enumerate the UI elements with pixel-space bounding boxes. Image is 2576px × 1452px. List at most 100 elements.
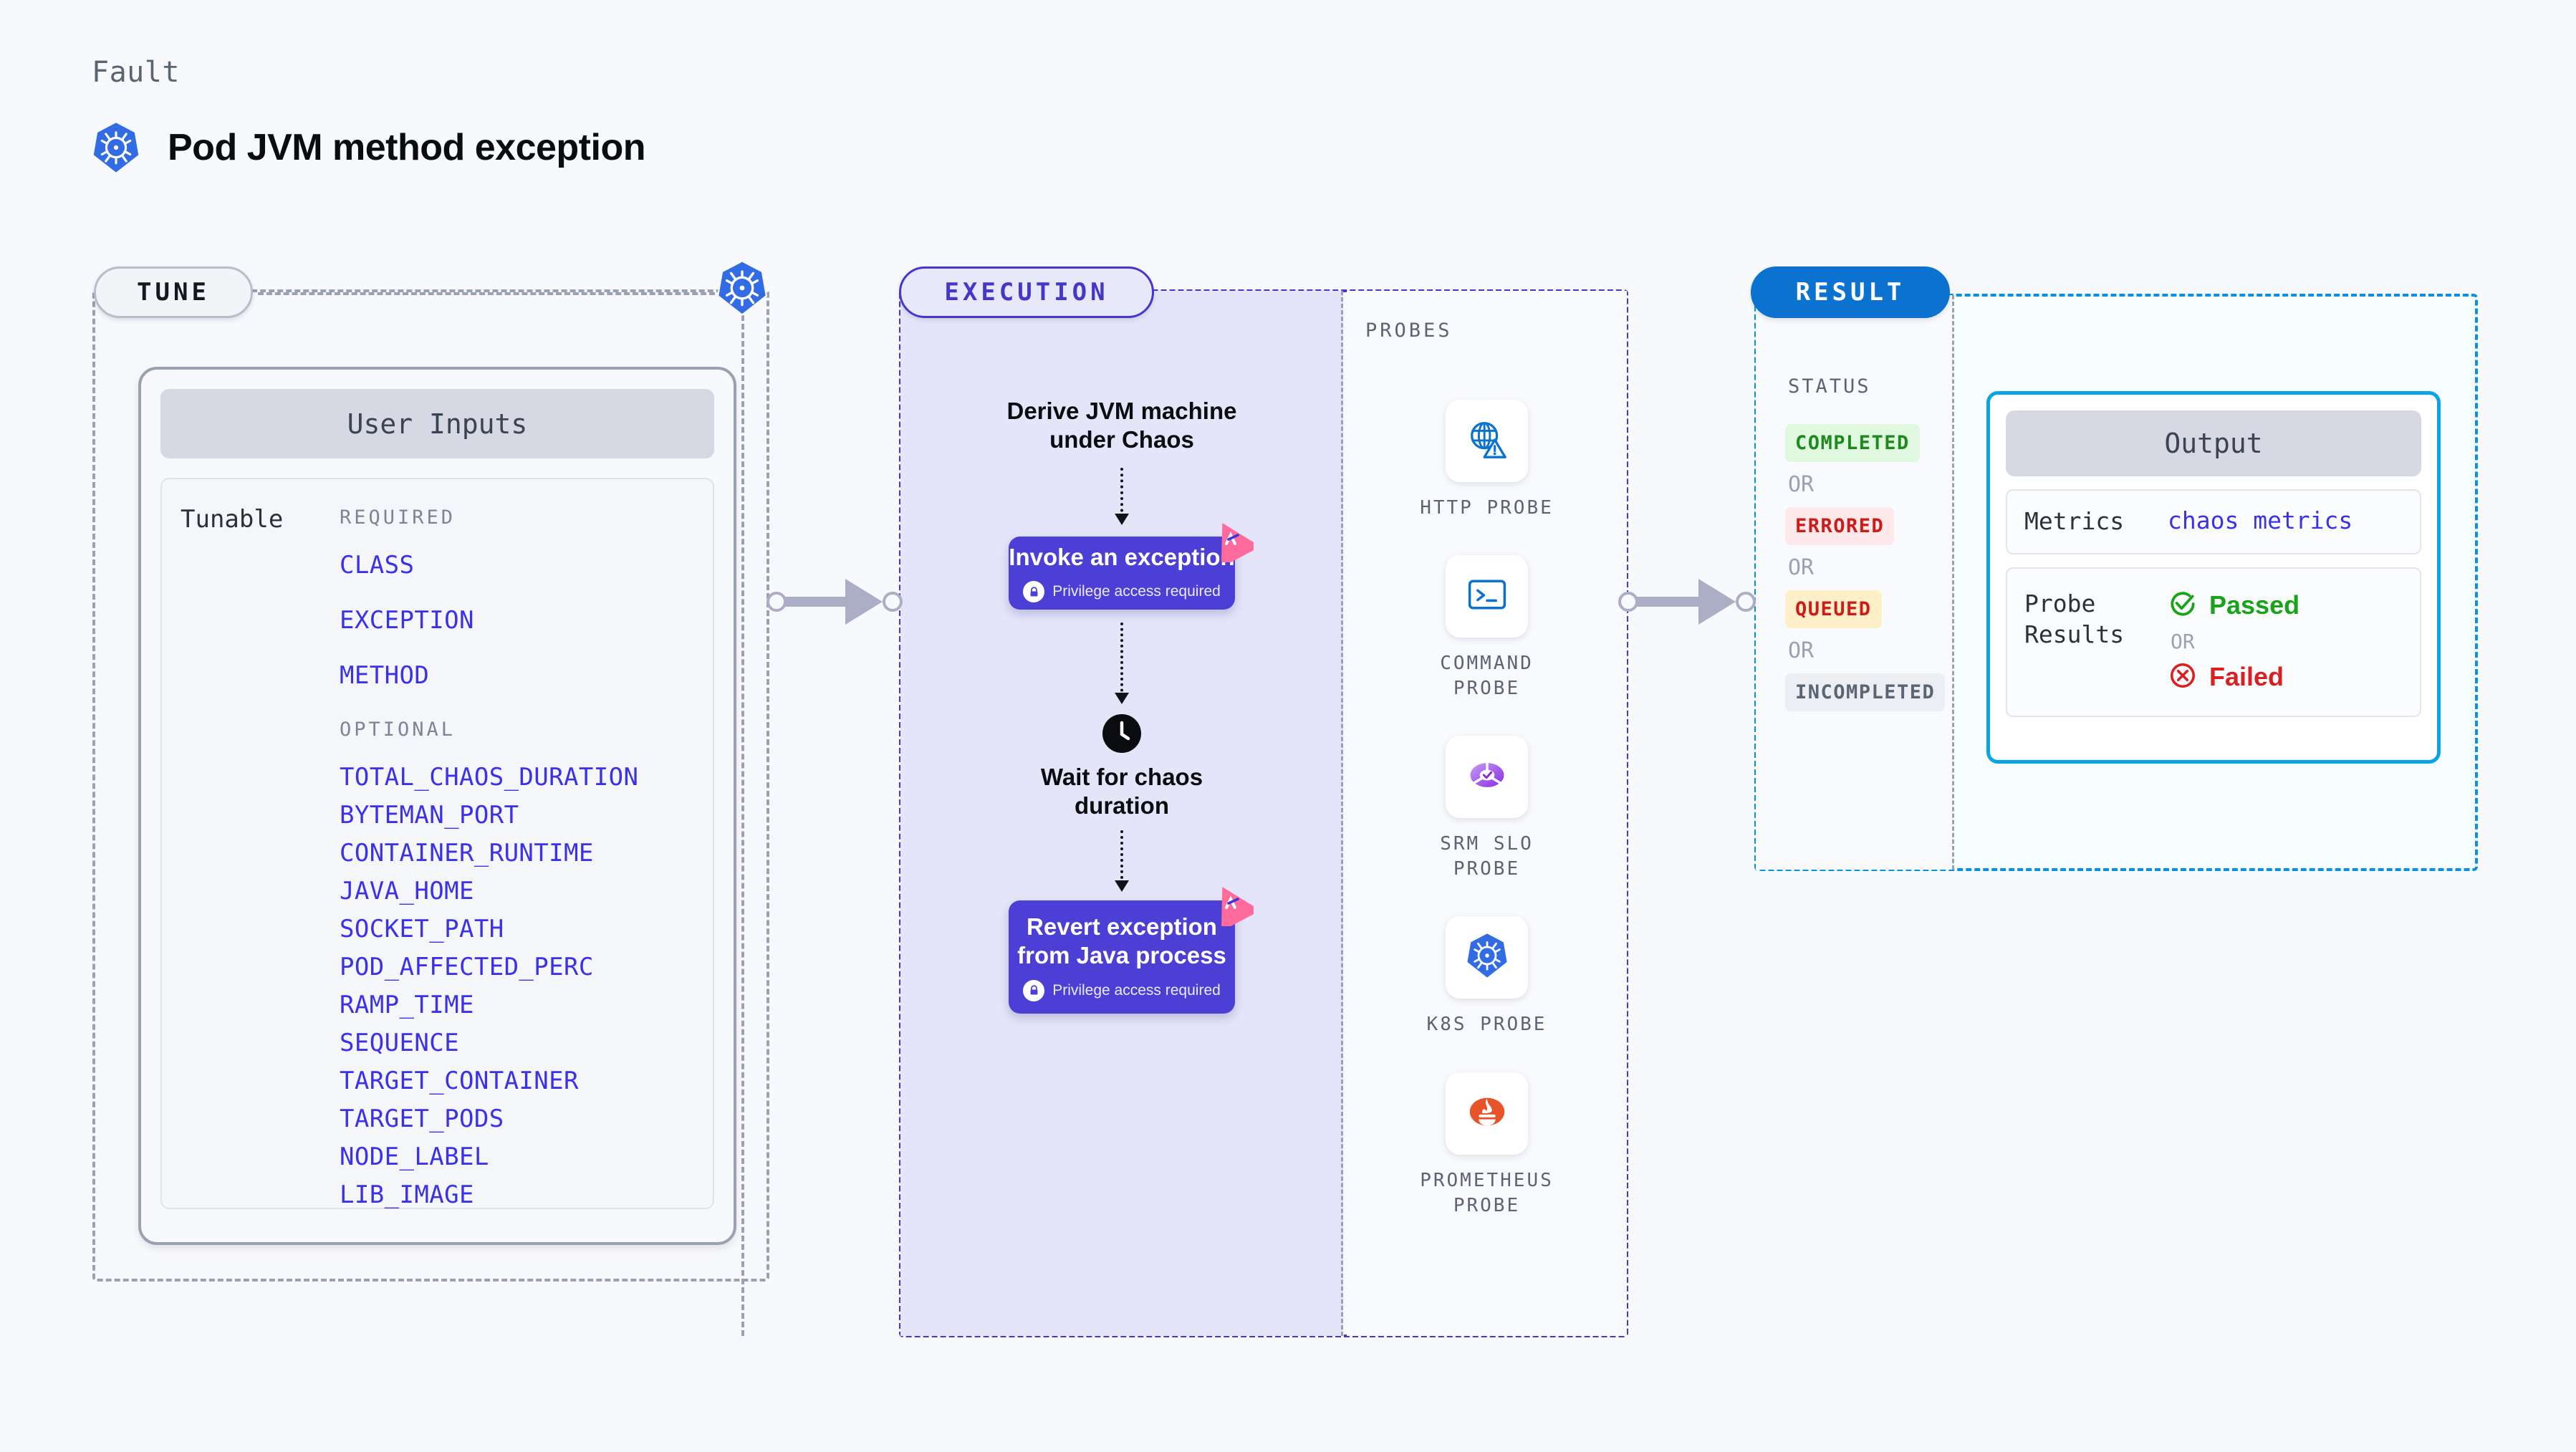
result-status-column: STATUS COMPLETED OR ERRORED OR QUEUED OR… (1756, 295, 1954, 870)
or-separator: OR (1788, 638, 1815, 663)
privilege-note: Privilege access required (1023, 979, 1221, 1001)
tune-panel: User Inputs Tunable REQUIRED CLASS EXCEP… (92, 289, 769, 1282)
x-circle-icon (2168, 660, 2198, 694)
globe-warning-icon (1465, 417, 1509, 465)
output-card: Output Metrics chaos metrics Probe Resul… (1986, 391, 2441, 764)
status-label: STATUS (1788, 375, 1871, 398)
probe-name: SRM SLO PROBE (1440, 833, 1534, 880)
user-inputs-body: Tunable REQUIRED CLASS EXCEPTION METHOD … (160, 478, 714, 1209)
output-metrics-key: Metrics (2024, 507, 2125, 535)
tune-pill[interactable]: TUNE (94, 266, 253, 318)
status-badge: INCOMPLETED (1785, 673, 1946, 711)
or-separator: OR (1788, 555, 1815, 580)
probe-name: K8S PROBE (1426, 1014, 1547, 1036)
status-badge: QUEUED (1785, 590, 1882, 628)
connector-tune-to-execution (766, 579, 903, 625)
param-item[interactable]: BYTEMAN_PORT (340, 801, 519, 830)
flow-arrow (1115, 830, 1129, 892)
status-badge: COMPLETED (1785, 424, 1920, 462)
litmus-chaos-icon (1209, 518, 1257, 565)
probe-item-http[interactable]: HTTP PROBE (1347, 400, 1627, 521)
tunable-params: REQUIRED CLASS EXCEPTION METHOD OPTIONAL… (340, 479, 638, 1208)
output-probe-results-row: Probe Results Passed OR (2006, 567, 2421, 717)
tune-dashed-vertical (741, 315, 744, 1336)
param-item[interactable]: TARGET_CONTAINER (340, 1067, 579, 1095)
user-inputs-card: User Inputs Tunable REQUIRED CLASS EXCEP… (138, 367, 736, 1245)
probe-result-passed: Passed (2168, 589, 2299, 622)
page-title: Pod JVM method exception (168, 127, 645, 168)
probes-column: PROBES HTTP PROBE (1347, 291, 1627, 1336)
flow-arrow (1115, 467, 1129, 525)
param-item[interactable]: JAVA_HOME (340, 877, 474, 905)
param-item[interactable]: TOTAL_CHAOS_DURATION (340, 763, 639, 792)
probe-tile (1446, 1072, 1528, 1155)
terminal-icon (1466, 573, 1509, 620)
param-item[interactable]: RAMP_TIME (340, 991, 474, 1019)
kubernetes-icon (1466, 933, 1509, 982)
required-group-title: REQUIRED (340, 506, 456, 529)
result-pill[interactable]: RESULT (1751, 266, 1950, 318)
param-item[interactable]: CONTAINER_RUNTIME (340, 839, 594, 867)
status-badge: ERRORED (1785, 507, 1895, 545)
prometheus-icon (1465, 1090, 1509, 1138)
lock-icon (1023, 581, 1045, 603)
execution-flow: Derive JVM machine under Chaos Invoke an… (900, 291, 1343, 1336)
probes-list: HTTP PROBE COMMAND PROBE (1347, 400, 1627, 1253)
param-item[interactable]: NODE_LABEL (340, 1143, 489, 1171)
srm-slo-icon (1466, 754, 1509, 800)
probe-item-command[interactable]: COMMAND PROBE (1347, 555, 1627, 701)
privilege-note: Privilege access required (1023, 581, 1221, 603)
user-inputs-header: User Inputs (160, 389, 714, 458)
param-item[interactable]: TARGET_PODS (340, 1105, 504, 1133)
probe-item-prometheus[interactable]: PROMETHEUS PROBE (1347, 1072, 1627, 1218)
param-item[interactable]: CLASS (340, 551, 415, 580)
required-param-list: CLASS EXCEPTION METHOD (340, 553, 638, 688)
flow-step-title: Revert exception from Java process (1017, 913, 1226, 968)
privilege-note-text: Privilege access required (1052, 981, 1221, 999)
probe-tile (1446, 555, 1528, 638)
output-metrics-row: Metrics chaos metrics (2006, 489, 2421, 554)
probe-name: PROMETHEUS PROBE (1420, 1169, 1554, 1216)
flow-step-revert-exception[interactable]: Revert exception from Java process Privi… (1009, 887, 1257, 1014)
privilege-note-text: Privilege access required (1052, 583, 1221, 600)
lock-icon (1023, 979, 1045, 1001)
status-chip-list: COMPLETED OR ERRORED OR QUEUED OR INCOMP… (1785, 424, 1957, 711)
flow-step-derive-label: Derive JVM machine under Chaos (1006, 398, 1237, 453)
optional-param-list: TOTAL_CHAOS_DURATION BYTEMAN_PORT CONTAI… (340, 765, 638, 1207)
or-separator: OR (2171, 629, 2195, 653)
execution-flow-panel (900, 291, 1343, 1336)
clock-icon (1102, 713, 1141, 753)
or-separator: OR (1788, 472, 1815, 497)
flow-step-invoke-exception[interactable]: Invoke an exception Privilege access req… (1009, 522, 1257, 610)
param-item[interactable]: SEQUENCE (340, 1029, 459, 1057)
param-item[interactable]: LIB_IMAGE (340, 1181, 474, 1209)
probe-tile (1446, 400, 1528, 482)
optional-group-title: OPTIONAL (340, 718, 456, 741)
probe-name: HTTP PROBE (1420, 497, 1554, 519)
tunable-label: Tunable (181, 505, 284, 534)
kubernetes-icon (92, 122, 140, 173)
flow-step-wait-label: Wait for chaos duration (1040, 763, 1203, 819)
probes-label: PROBES (1365, 319, 1453, 342)
tune-dashed-connector (258, 292, 715, 295)
output-header: Output (2006, 410, 2421, 476)
param-item[interactable]: METHOD (340, 661, 430, 690)
output-metrics-value[interactable]: chaos metrics (2168, 506, 2353, 534)
probe-item-srm-slo[interactable]: SRM SLO PROBE (1347, 736, 1627, 882)
connector-execution-to-result (1618, 579, 1756, 625)
output-probe-results-key: Probe Results (2024, 589, 2125, 648)
probe-item-k8s[interactable]: K8S PROBE (1347, 916, 1627, 1037)
flow-step-title: Invoke an exception (1009, 543, 1235, 570)
probe-results-values: Passed OR Failed (2168, 589, 2299, 694)
param-item[interactable]: EXCEPTION (340, 606, 474, 635)
fault-eyebrow: Fault (92, 56, 180, 89)
page-title-row: Pod JVM method exception (92, 122, 645, 173)
probe-result-passed-label: Passed (2209, 590, 2300, 620)
param-item[interactable]: SOCKET_PATH (340, 915, 504, 943)
probe-result-failed-label: Failed (2209, 662, 2284, 692)
execution-pill[interactable]: EXECUTION (899, 266, 1154, 318)
probe-tile (1446, 916, 1528, 999)
param-item[interactable]: POD_AFFECTED_PERC (340, 953, 594, 981)
kubernetes-icon (716, 260, 769, 316)
probe-result-failed: Failed (2168, 660, 2299, 694)
